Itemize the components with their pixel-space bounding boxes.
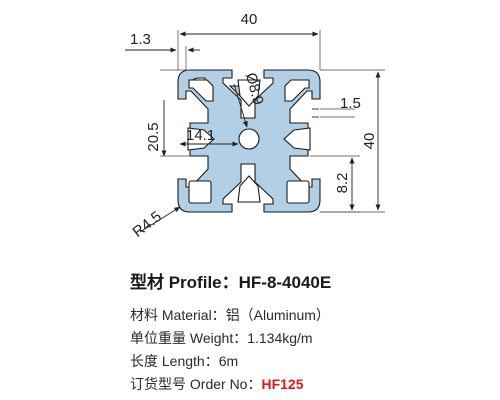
dim-inner: 14.1	[186, 127, 215, 144]
dim-slot-side: 1.5	[340, 95, 361, 112]
corner-cavity-top-right	[284, 79, 310, 102]
spec-label: 订货型号 Order No：	[130, 376, 262, 392]
spec-row-material: 材料 Material：铝（Aluminum）	[130, 304, 330, 327]
spec-value: 6m	[218, 353, 239, 369]
spec-value: 铝（Aluminum）	[225, 307, 330, 323]
slot-channel-top	[237, 79, 261, 107]
spec-label: 长度 Length：	[130, 353, 219, 369]
spec-value: 1.134kg/m	[247, 330, 313, 346]
dim-slot-depth: 20.5	[145, 122, 162, 151]
spec-row-weight: 单位重量 Weight：1.134kg/m	[130, 327, 330, 350]
profile-drawing: 40 1.3 40 Ø8.9 1.5 20.5 14.1 8.2 R4.5	[125, 11, 385, 241]
dim-wall: 1.3	[130, 31, 151, 48]
dim-radius: R4.5	[130, 208, 165, 241]
spec-row-order-no: 订货型号 Order No：HF125	[130, 373, 330, 396]
order-number-value: HF125	[261, 376, 304, 392]
slot-channel-right	[283, 127, 311, 151]
corner-cavity-bottom-left	[188, 180, 212, 204]
dim-width: 40	[241, 11, 258, 28]
dim-slot-bottom: 8.2	[334, 173, 351, 194]
spec-label: 材料 Material：	[130, 307, 226, 323]
center-bore	[238, 128, 260, 150]
spec-label: 单位重量 Weight：	[130, 330, 248, 346]
spec-row-length: 长度 Length：6m	[130, 350, 330, 373]
slot-channel-bottom	[237, 175, 261, 203]
spec-list: 材料 Material：铝（Aluminum） 单位重量 Weight：1.13…	[130, 304, 330, 396]
corner-cavity-bottom-right	[286, 180, 310, 204]
profile-title: 型材 Profile：HF-8-4040E	[130, 273, 332, 292]
corner-cavity-top-left	[188, 79, 214, 102]
dim-height: 40	[361, 133, 378, 150]
